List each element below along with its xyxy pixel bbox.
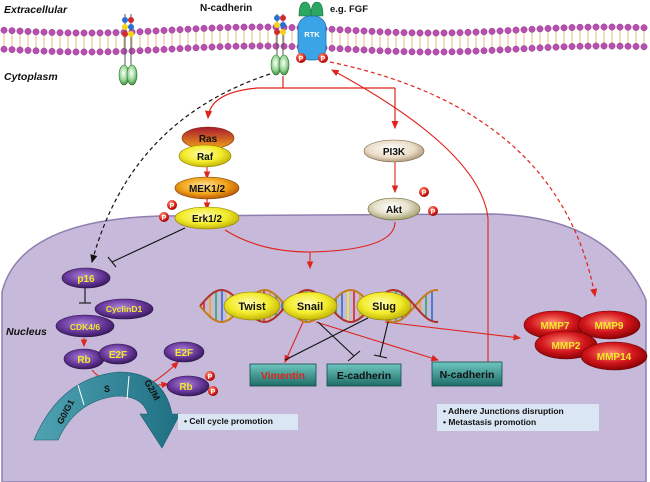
kinase-to-tf-lines: [224, 221, 396, 270]
tf-slug: Slug: [356, 291, 412, 321]
svg-text:Ras: Ras: [199, 134, 218, 145]
svg-text:Slug: Slug: [372, 301, 396, 313]
tf-snail: Snail: [282, 291, 338, 321]
rtk-phospho: P P: [296, 53, 328, 63]
svg-text:P: P: [321, 56, 326, 63]
svg-text:CyclinD1: CyclinD1: [106, 304, 143, 314]
erk-phospho: P P: [159, 200, 177, 222]
erk-inhibits-p16: [107, 227, 186, 268]
akt-phospho: P P: [419, 187, 438, 216]
ncadherin-to-p16-dashed: [90, 73, 271, 264]
ecadherin-box: E-cadherin: [326, 363, 402, 387]
svg-text:MMP7: MMP7: [541, 321, 570, 332]
ncadherin-left: [118, 14, 138, 86]
rb-e2f-complex: Rb E2F: [63, 343, 138, 370]
svg-text:Vimentin: Vimentin: [261, 370, 305, 382]
svg-text:P: P: [211, 389, 216, 396]
svg-text:P: P: [170, 203, 175, 210]
svg-text:P: P: [422, 190, 427, 197]
cyclind1-node: CyclinD1: [94, 298, 154, 320]
cytoplasm-label: Cytoplasm: [4, 71, 58, 83]
outcome-note: • Adhere Junctions disruption • Metastas…: [437, 404, 599, 431]
ncadherin-membrane-label: N-cadherin: [200, 3, 252, 14]
pi3k-node: PI3K: [363, 139, 425, 163]
fgf-ligand: [298, 1, 324, 17]
mmp14-node: MMP14: [580, 341, 648, 371]
cdk46-node: CDK4/6: [55, 314, 115, 338]
rtk-label: RTK: [304, 30, 320, 39]
erk-node: Erk1/2: [174, 206, 240, 230]
svg-text:PI3K: PI3K: [383, 147, 406, 158]
svg-text:Snail: Snail: [297, 301, 323, 313]
svg-text:MMP2: MMP2: [552, 341, 581, 352]
svg-text:E2F: E2F: [175, 348, 193, 359]
extracellular-label: Extracellular: [4, 4, 68, 16]
outcome-note-line-2: • Metastasis promotion: [443, 417, 537, 427]
svg-text:E2F: E2F: [109, 350, 127, 361]
svg-text:MMP9: MMP9: [595, 321, 624, 332]
p16-node: p16: [61, 267, 111, 289]
fgf-label: e.g. FGF: [330, 4, 368, 15]
svg-text:p16: p16: [77, 274, 95, 285]
rtk-signal-branch: [204, 76, 399, 130]
svg-text:E-cadherin: E-cadherin: [337, 370, 391, 382]
rb-phospho-node: Rb P P: [166, 371, 218, 397]
ncadherin-box: N-cadherin: [431, 361, 503, 387]
phase-s: S: [104, 384, 110, 394]
outcome-note-line-1: • Adhere Junctions disruption: [443, 406, 564, 416]
raf-node: Raf: [178, 144, 232, 168]
rtk-receptor: RTK: [297, 15, 327, 61]
svg-text:MEK1/2: MEK1/2: [189, 184, 226, 195]
svg-text:MMP14: MMP14: [597, 352, 632, 363]
svg-text:P: P: [208, 374, 213, 381]
mek-node: MEK1/2: [174, 176, 240, 200]
cell-cycle-note: • Cell cycle promotion: [178, 414, 298, 430]
svg-text:Rb: Rb: [179, 382, 192, 393]
svg-text:Twist: Twist: [238, 301, 266, 313]
tf-twist: Twist: [223, 291, 281, 321]
svg-text:CDK4/6: CDK4/6: [70, 322, 101, 332]
svg-text:Raf: Raf: [197, 152, 214, 163]
vimentin-box: Vimentin: [249, 363, 317, 387]
e2f-free-node: E2F: [163, 341, 205, 363]
nucleus-label: Nucleus: [6, 326, 47, 338]
svg-text:Akt: Akt: [386, 205, 403, 216]
svg-text:N-cadherin: N-cadherin: [440, 369, 495, 381]
tf-target-lines: [284, 69, 522, 364]
svg-text:Rb: Rb: [77, 355, 90, 366]
p16-inhibits-cdk: [79, 288, 91, 304]
tf-repress-lines: [284, 317, 390, 362]
ncadherin-center: [270, 14, 290, 76]
svg-text:P: P: [299, 56, 304, 63]
svg-text:P: P: [162, 215, 167, 222]
svg-text:P: P: [431, 209, 436, 216]
svg-text:Erk1/2: Erk1/2: [192, 214, 222, 225]
akt-node: Akt: [367, 197, 421, 221]
mmp9-node: MMP9: [577, 310, 641, 340]
